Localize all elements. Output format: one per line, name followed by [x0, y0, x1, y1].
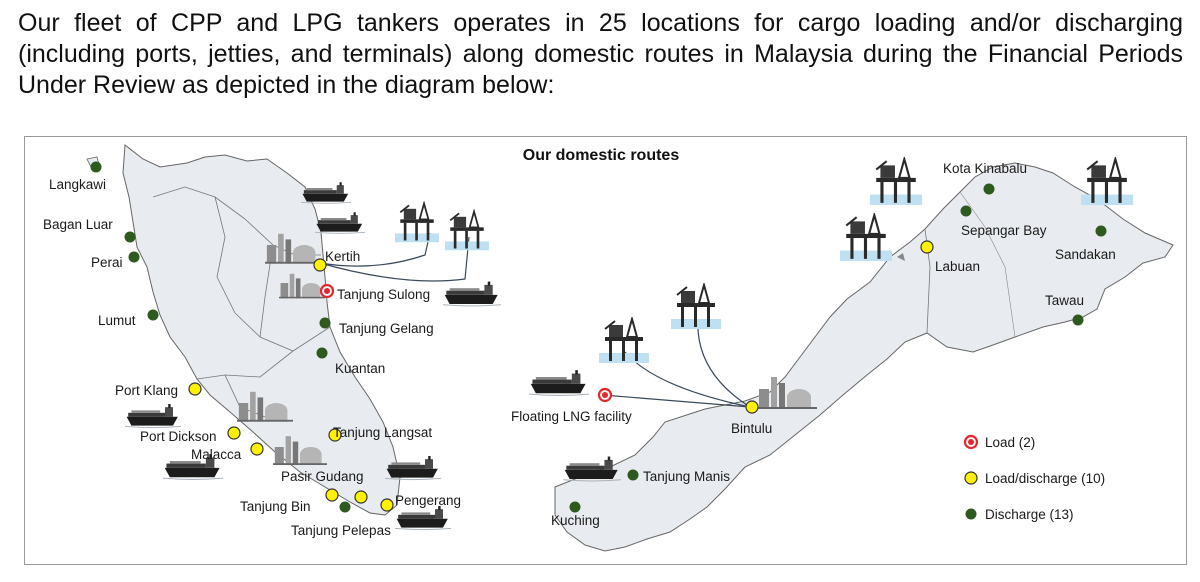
- oil-platform-icon: [671, 284, 721, 329]
- label-tanjung-pelepas: Tanjung Pelepas: [291, 523, 391, 538]
- marker-malacca: [250, 442, 264, 456]
- label-kota-kinabalu: Kota Kinabalu: [943, 161, 1027, 176]
- label-bintulu: Bintulu: [731, 421, 772, 436]
- label-tanjung-gelang: Tanjung Gelang: [339, 321, 434, 336]
- marker-tanjung-gelang: [319, 317, 331, 329]
- borneo-malaysia-landmass: [554, 162, 1174, 552]
- marker-sepangar-bay: [960, 205, 972, 217]
- label-tanjung-sulong: Tanjung Sulong: [337, 287, 430, 302]
- tanker-ship-icon: [315, 211, 365, 234]
- marker-kertih: [313, 258, 327, 272]
- label-sandakan: Sandakan: [1055, 247, 1116, 262]
- oil-platform-icon: [395, 202, 439, 243]
- shipping-routes: [319, 232, 751, 408]
- label-perai: Perai: [91, 255, 123, 270]
- label-kertih: Kertih: [325, 249, 360, 264]
- marker-perai: [128, 251, 140, 263]
- marker-pengerang: [380, 498, 394, 512]
- marker-lumut: [147, 309, 159, 321]
- marker-tanjung-bin: [325, 488, 339, 502]
- tanker-ship-icon: [301, 181, 351, 204]
- marker-pasir-gudang: [354, 490, 368, 504]
- marker-tanjung-langsat: [328, 428, 342, 442]
- tanker-ship-icon: [395, 505, 451, 531]
- marker-bagan-luar: [124, 231, 136, 243]
- marker-kota-kinabalu: [983, 183, 995, 195]
- tanker-ship-icon: [563, 456, 621, 482]
- marker-tanjung-pelepas: [339, 501, 351, 513]
- label-tanjung-langsat: Tanjung Langsat: [333, 425, 432, 440]
- domestic-routes-map: Our domestic routes: [24, 136, 1187, 565]
- marker-kuching: [569, 501, 581, 513]
- label-port-klang: Port Klang: [115, 383, 178, 398]
- label-malacca: Malacca: [191, 447, 242, 462]
- intro-paragraph: Our fleet of CPP and LPG tankers operate…: [18, 9, 1183, 99]
- tanker-ship-icon: [529, 369, 589, 396]
- marker-port-dickson: [227, 426, 241, 440]
- legend-label-discharge: Discharge (13): [985, 507, 1074, 522]
- marker-sandakan: [1095, 225, 1107, 237]
- legend-marker-discharge: [965, 508, 977, 520]
- oil-platform-icon: [840, 214, 892, 261]
- label-sepangar-bay: Sepangar Bay: [961, 223, 1047, 238]
- label-lumut: Lumut: [98, 313, 136, 328]
- label-port-dickson: Port Dickson: [140, 429, 217, 444]
- oil-platform-icon: [1080, 158, 1134, 205]
- marker-langkawi: [90, 161, 102, 173]
- label-tanjung-manis: Tanjung Manis: [643, 469, 730, 484]
- marker-tanjung-manis: [627, 469, 639, 481]
- label-kuching: Kuching: [551, 513, 600, 528]
- label-pasir-gudang: Pasir Gudang: [281, 469, 364, 484]
- map-legend: Load (2) Load/discharge (10) Discharge (13…: [963, 434, 1105, 522]
- tanker-ship-icon: [443, 281, 501, 307]
- label-labuan: Labuan: [935, 259, 980, 274]
- label-tawau: Tawau: [1045, 293, 1084, 308]
- label-bagan-luar: Bagan Luar: [43, 217, 113, 232]
- marker-kuantan: [316, 347, 328, 359]
- marker-port-klang: [188, 382, 202, 396]
- oil-platform-icon: [445, 210, 489, 251]
- marker-tawau: [1072, 314, 1084, 326]
- tanker-ship-icon: [125, 403, 181, 429]
- marker-bintulu: [745, 400, 759, 414]
- marker-labuan: [920, 240, 934, 254]
- location-markers: [90, 161, 1107, 513]
- marker-tanjung-sulong: [319, 283, 335, 299]
- label-langkawi: Langkawi: [49, 177, 106, 192]
- map-title: Our domestic routes: [522, 147, 680, 164]
- legend-marker-load_discharge: [964, 471, 978, 485]
- label-floating-lng: Floating LNG facility: [511, 409, 632, 424]
- legend-marker-load: [963, 434, 979, 450]
- label-tanjung-bin: Tanjung Bin: [240, 499, 311, 514]
- marker-floating-lng: [597, 387, 613, 403]
- label-kuantan: Kuantan: [335, 361, 385, 376]
- oil-platform-icon: [870, 158, 922, 205]
- label-pengerang: Pengerang: [395, 493, 461, 508]
- legend-label-load_discharge: Load/discharge (10): [985, 471, 1105, 486]
- legend-label-load: Load (2): [985, 435, 1035, 450]
- oil-platform-icon: [599, 318, 649, 363]
